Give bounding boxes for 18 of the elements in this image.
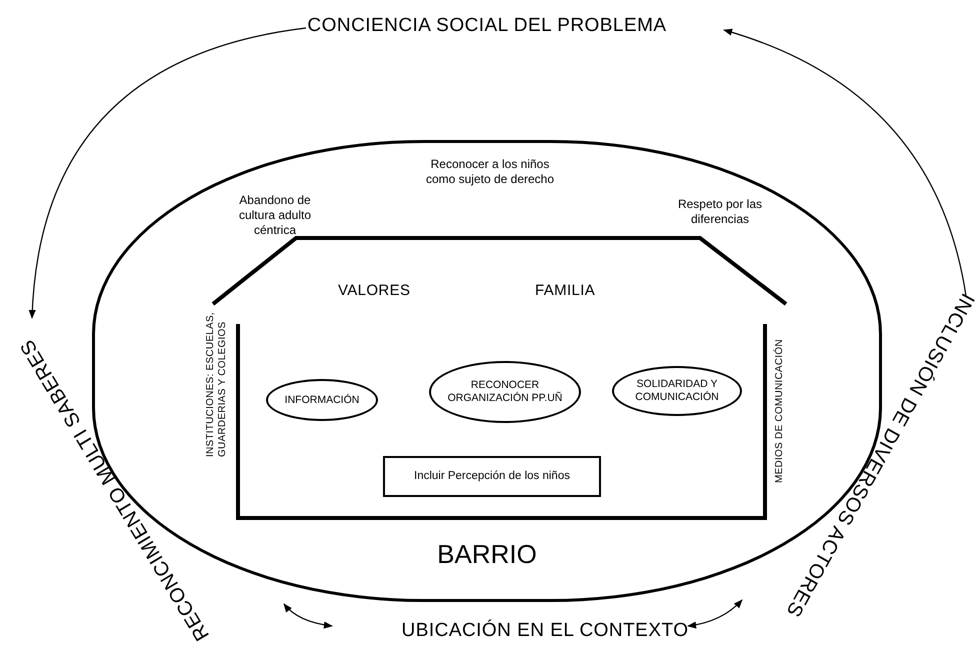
curved-arrow: [723, 29, 967, 296]
area-label: BARRIO: [437, 541, 537, 567]
side-label: MEDIOS DE COMUNICACIÓN: [774, 338, 786, 483]
curved-arrow: [687, 599, 743, 628]
oval: RECONOCER ORGANIZACIÓN PP.UÑ: [429, 361, 581, 423]
statement-text: Respeto por las diferencias: [676, 197, 764, 227]
oval: SOLIDARIDAD Y COMUNICACIÓN: [612, 366, 742, 416]
oval: INFORMACIÓN: [266, 379, 378, 421]
outer-heading: UBICACIÓN EN EL CONTEXTO: [402, 617, 688, 646]
side-label: INSTITUCIONES: ESCUELAS, GUARDERIAS Y COLEGIOS: [205, 311, 229, 457]
curved-arrow: [283, 603, 333, 628]
process-box: Incluir Percepción de los niños: [383, 456, 601, 497]
curved-arrow: [29, 27, 306, 319]
house-label: FAMILIA: [535, 281, 596, 301]
outer-heading: CONCIENCIA SOCIAL DEL PROBLEMA: [307, 12, 667, 40]
statement-text: Reconocer a los niños como sujeto de derecho: [424, 157, 556, 187]
statement-text: Abandono de cultura adulto céntrica: [238, 193, 312, 238]
house-label: VALORES: [338, 281, 410, 301]
